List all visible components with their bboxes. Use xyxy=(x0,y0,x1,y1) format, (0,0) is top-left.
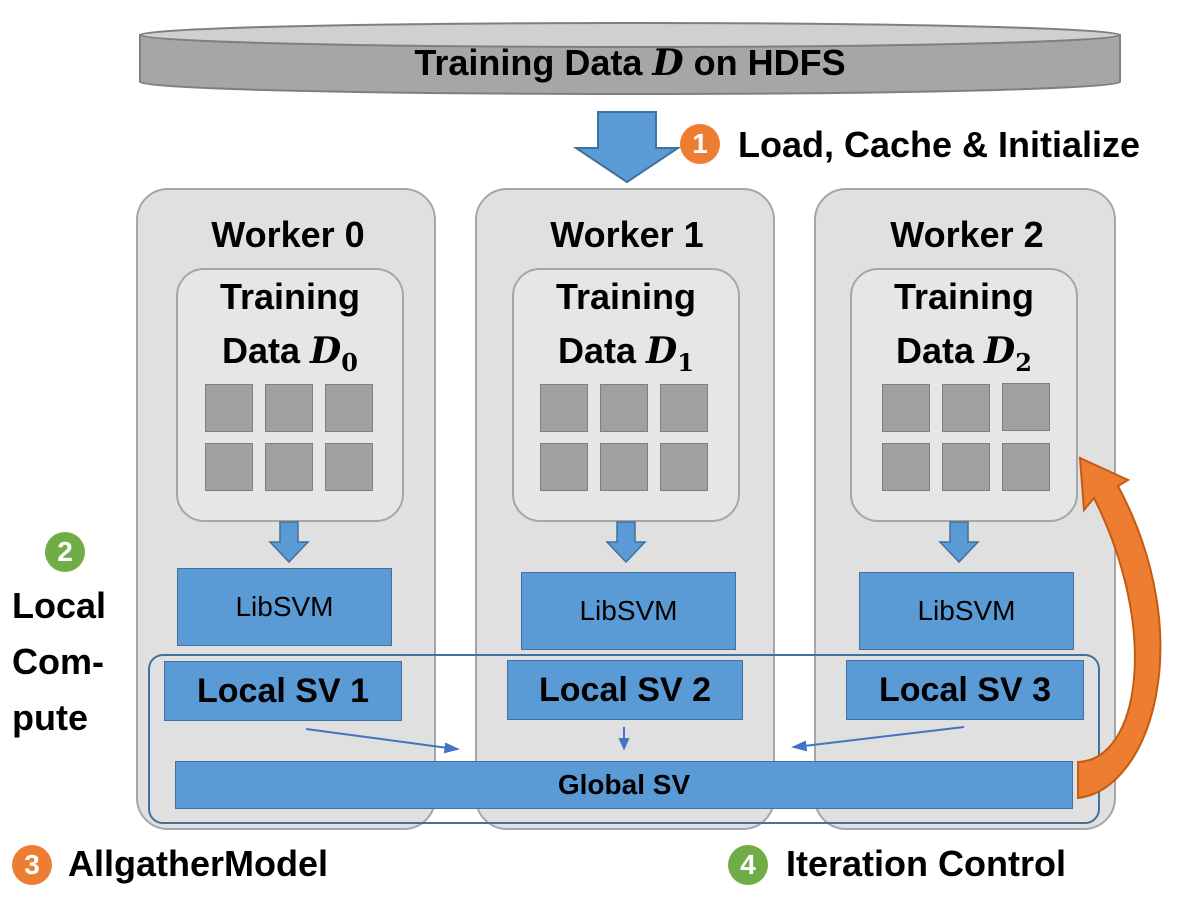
hdfs-symbol: D xyxy=(652,42,684,84)
step-3-label: AllgatherModel xyxy=(68,843,329,884)
data-block xyxy=(882,443,930,491)
step-1-label: Load, Cache & Initialize xyxy=(738,124,1141,165)
data-block xyxy=(660,443,708,491)
data-block xyxy=(600,384,648,432)
data-block xyxy=(1002,383,1050,431)
data-block xyxy=(660,384,708,432)
training-data-label: Training Data D0 xyxy=(219,276,360,378)
training-data-label: Training Data D1 xyxy=(555,276,696,378)
step-1-badge: 1 xyxy=(680,124,720,164)
global-sv-box: Global SV xyxy=(175,761,1073,809)
gather-arrows xyxy=(305,726,965,754)
data-block xyxy=(205,384,253,432)
step-2-label: Local Com- pute xyxy=(12,585,107,738)
data-block xyxy=(265,384,313,432)
data-block xyxy=(540,443,588,491)
step-2-badge: 2 xyxy=(45,532,85,572)
local-sv-box-2: Local SV 2 xyxy=(507,660,743,720)
libsvm-box-0: LibSVM xyxy=(177,568,392,646)
worker-title: Worker 2 xyxy=(890,214,1044,255)
data-block xyxy=(325,384,373,432)
data-block xyxy=(942,443,990,491)
data-block xyxy=(540,384,588,432)
local-sv-box-1: Local SV 1 xyxy=(164,661,402,721)
step-3-badge: 3 xyxy=(12,845,52,885)
step-4-badge: 4 xyxy=(728,845,768,885)
data-block xyxy=(882,384,930,432)
step-4-label: Iteration Control xyxy=(786,843,1066,884)
down-arrow-0 xyxy=(268,521,310,564)
data-block xyxy=(1002,443,1050,491)
data-block xyxy=(205,443,253,491)
libsvm-box-2: LibSVM xyxy=(859,572,1074,650)
down-arrow-2 xyxy=(938,521,980,564)
libsvm-box-1: LibSVM xyxy=(521,572,736,650)
worker-title: Worker 1 xyxy=(550,214,704,255)
local-sv-box-3: Local SV 3 xyxy=(846,660,1084,720)
hdfs-label: Training Data D on HDFS xyxy=(414,42,846,84)
data-block xyxy=(325,443,373,491)
hdfs-cylinder xyxy=(139,22,1121,95)
worker-title: Worker 0 xyxy=(211,214,365,255)
down-arrow-1 xyxy=(605,521,647,564)
allgather-frame xyxy=(148,654,1100,824)
data-block xyxy=(942,384,990,432)
data-block xyxy=(600,443,648,491)
iteration-arrow xyxy=(1077,456,1162,800)
data-block xyxy=(265,443,313,491)
training-data-label: Training Data D2 xyxy=(893,276,1034,378)
load-arrow xyxy=(572,111,682,184)
